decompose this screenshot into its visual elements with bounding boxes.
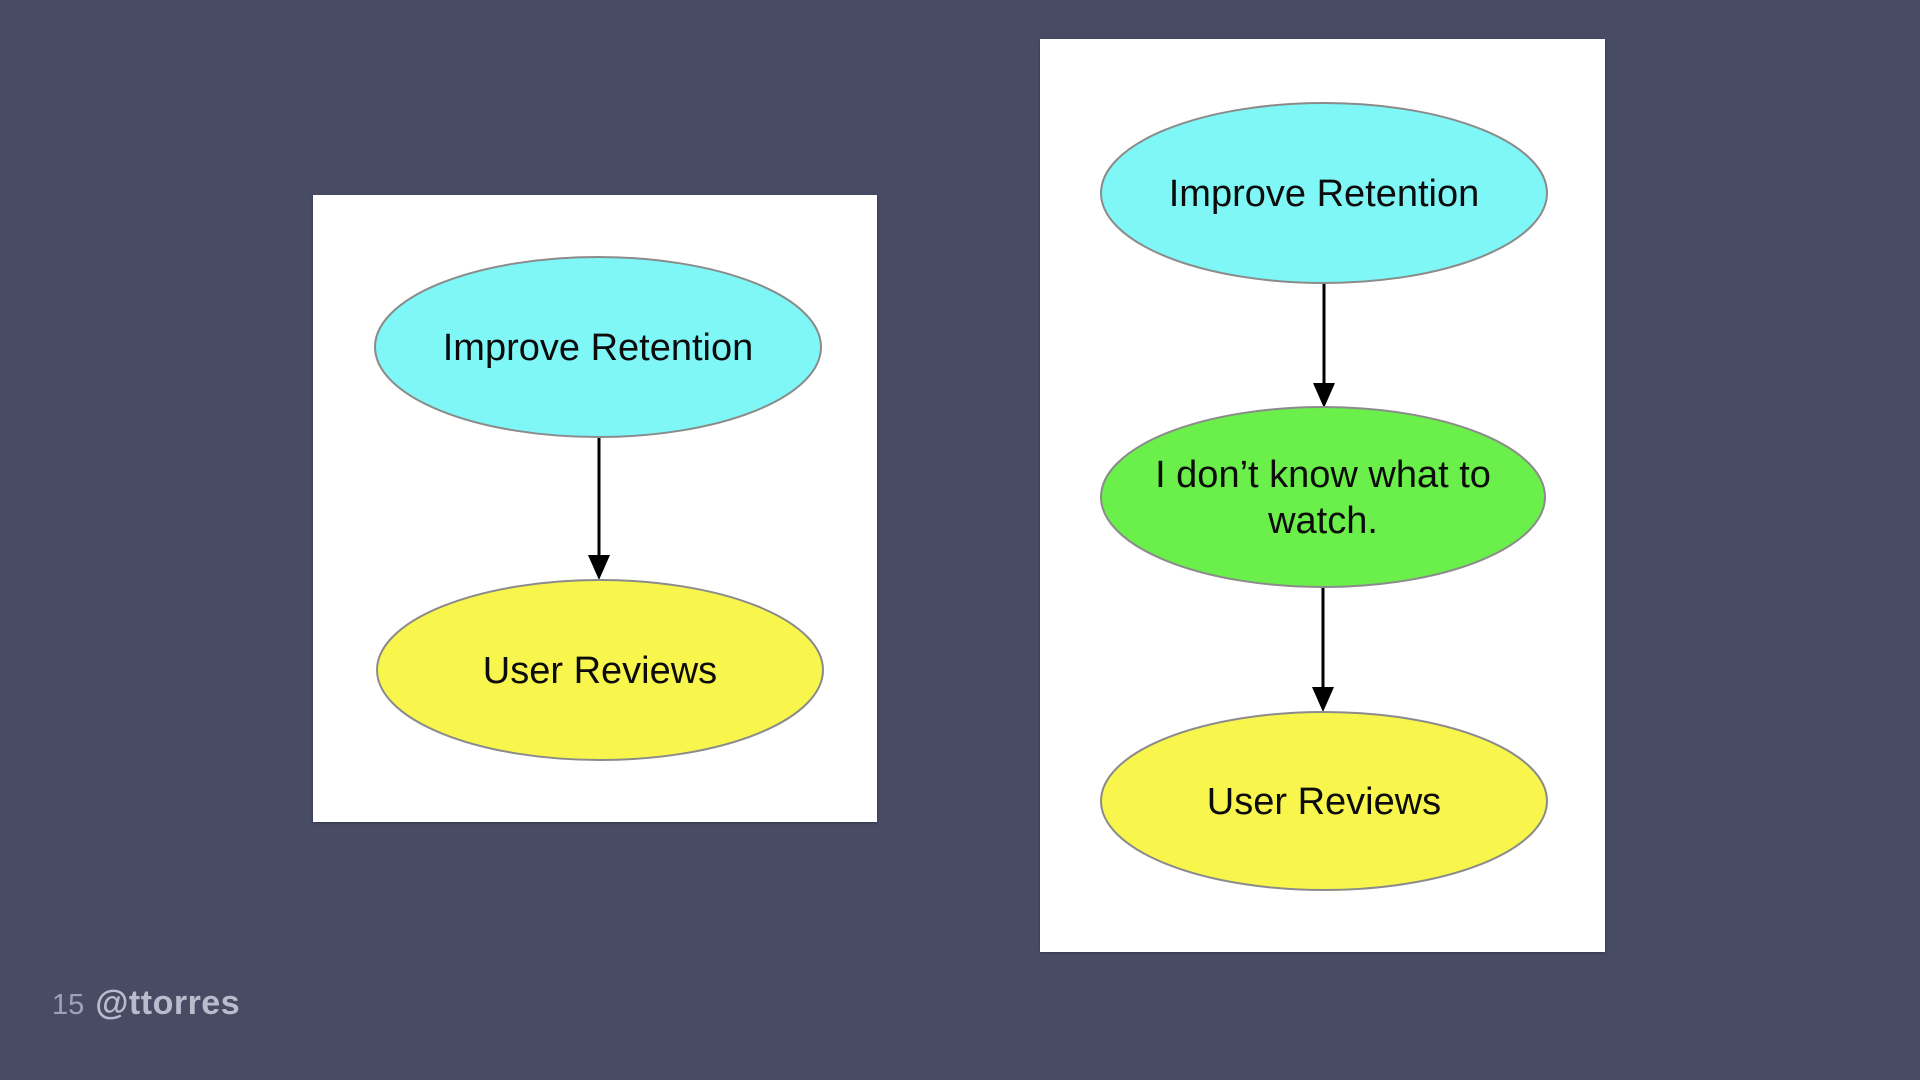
- attribution-handle: @ttorres: [95, 984, 241, 1022]
- node-improve-retention: Improve Retention: [1100, 102, 1548, 284]
- node-ellipse-user-reviews: [376, 579, 824, 761]
- diagram-left: Improve Retention User Reviews: [374, 256, 824, 761]
- node-ellipse-dont-know-what-to-watch: [1100, 406, 1546, 588]
- arrowhead-icon: [1312, 687, 1334, 712]
- diagram-right: Improve Retention I don’t know what to w…: [1100, 102, 1548, 891]
- edge-arrow-down-2: [1312, 588, 1334, 712]
- arrowhead-icon: [588, 555, 610, 580]
- edge-arrow-down: [588, 438, 610, 580]
- page-number: 15: [52, 989, 85, 1021]
- node-label-user-reviews: User Reviews: [483, 650, 717, 692]
- edge-arrow-down-1: [1313, 284, 1335, 408]
- node-ellipse-improve-retention: [374, 256, 822, 438]
- node-ellipse-user-reviews: [1100, 711, 1548, 891]
- diagram-panel-left: Improve Retention User Reviews: [313, 195, 877, 822]
- node-label-dont-know-line2: watch.: [1267, 500, 1378, 542]
- node-label-improve-retention: Improve Retention: [1169, 173, 1480, 215]
- slide-footer: 15 @ttorres: [52, 984, 240, 1023]
- node-label-improve-retention: Improve Retention: [443, 327, 754, 369]
- node-label-user-reviews: User Reviews: [1207, 781, 1441, 823]
- node-improve-retention: Improve Retention: [374, 256, 822, 438]
- node-label-dont-know-line1: I don’t know what to: [1155, 454, 1491, 496]
- node-user-reviews: User Reviews: [1100, 711, 1548, 891]
- arrowhead-icon: [1313, 383, 1335, 408]
- diagram-panel-right: Improve Retention I don’t know what to w…: [1040, 39, 1605, 952]
- node-user-reviews: User Reviews: [376, 579, 824, 761]
- node-dont-know-what-to-watch: I don’t know what to watch.: [1100, 406, 1546, 588]
- node-ellipse-improve-retention: [1100, 102, 1548, 284]
